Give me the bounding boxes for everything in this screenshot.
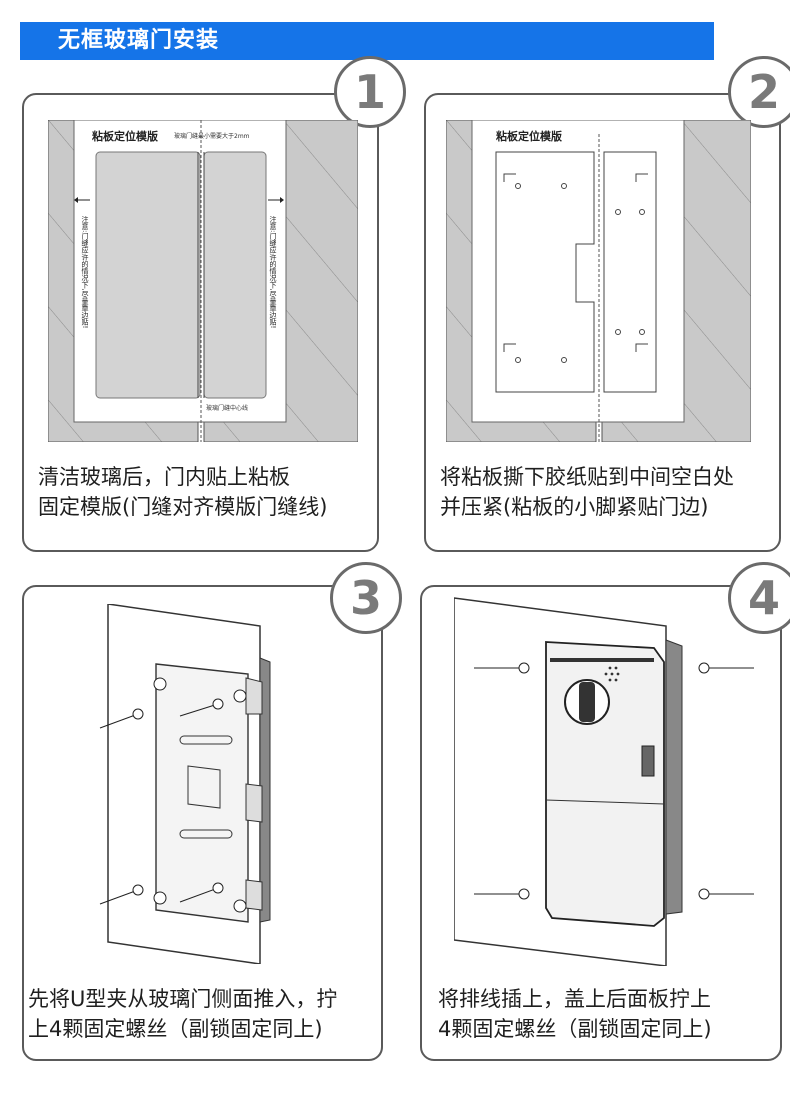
step-3-caption-line1: 先将U型夹从玻璃门侧面推入，拧 [28,987,338,1011]
step-2-illustration: 粘板定位模版 [446,120,751,442]
step-3-illustration [99,604,271,964]
step-1-caption-line2: 固定模版(门缝对齐模版门缝线) [38,495,328,519]
step-4-caption-line2: 4颗固定螺丝（副锁固定同上) [438,1017,712,1041]
step-3-caption-line2: 上4颗固定螺丝（副锁固定同上) [28,1017,323,1041]
step-3-number: 3 [330,562,402,634]
step-1-template-title: 粘板定位模版 [92,129,158,143]
step-3-caption: 先将U型夹从玻璃门侧面推入，拧 上4颗固定螺丝（副锁固定同上) [28,984,337,1044]
step-2-caption-line1: 将粘板撕下胶纸贴到中间空白处 [440,465,734,489]
step-1-caption: 清洁玻璃后，门内贴上粘板 固定模版(门缝对齐模版门缝线) [38,462,327,522]
step-2-caption-line2: 并压紧(粘板的小脚紧贴门边) [440,495,709,519]
step-1-right-note: 注意:门缝应许的情况下,尽量靠边贴! [269,215,277,328]
step-4-number: 4 [728,562,790,634]
step-4-illustration [454,597,754,966]
section-title: 无框玻璃门安装 [20,22,714,60]
step-2-template-title: 粘板定位模版 [496,129,562,143]
step-1-number: 1 [334,56,406,128]
step-4-caption: 将排线插上，盖上后面板拧上 4颗固定螺丝（副锁固定同上) [438,984,712,1044]
step-2-caption: 将粘板撕下胶纸贴到中间空白处 并压紧(粘板的小脚紧贴门边) [440,462,734,522]
step-1-caption-line1: 清洁玻璃后，门内贴上粘板 [38,465,290,489]
step-1-bottom-note: 玻璃门缝中心线 [206,404,248,412]
step-1-left-note: 注意:门缝应许的情况下,尽量靠边贴! [81,215,89,328]
step-1-top-note: 玻璃门缝最小需要大于2mm [174,132,250,140]
step-4-caption-line1: 将排线插上，盖上后面板拧上 [438,987,711,1011]
step-1-illustration: 粘板定位模版 玻璃门缝最小需要大于2mm 注意:门缝应许的情况下,尽量靠边贴! … [48,120,358,442]
step-2-number: 2 [728,56,790,128]
